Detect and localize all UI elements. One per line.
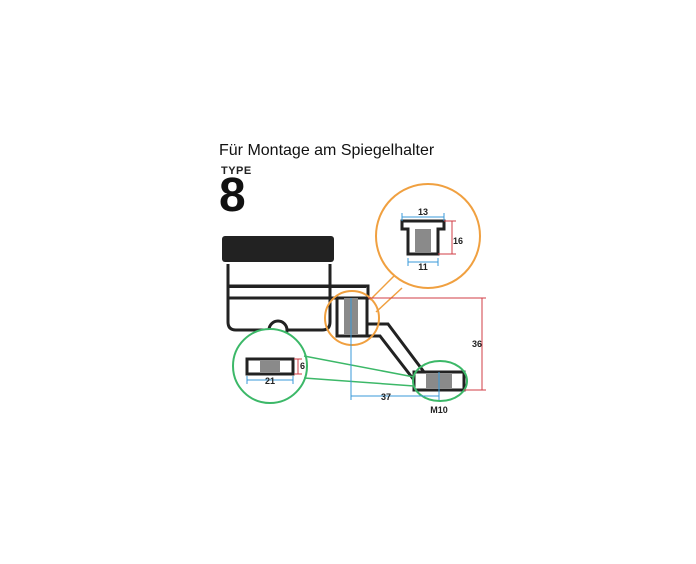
lower-detail-insert (260, 361, 280, 372)
green-leader-2 (303, 377, 415, 387)
upper-detail-insert (415, 229, 431, 253)
dim-label-16: 16 (453, 236, 463, 246)
type-label: TYPE (221, 165, 252, 177)
type-number: 8 (219, 169, 246, 222)
orange-leader-2 (375, 287, 403, 313)
reservoir-cap (222, 236, 334, 262)
orange-leader-1 (369, 275, 395, 301)
mount-bracket-band (228, 284, 370, 300)
lower-highlight-circle (412, 360, 468, 402)
mounting-caption: Für Montage am Spiegelhalter (219, 142, 435, 159)
dim-label-36: 36 (472, 339, 482, 349)
upper-highlight-circle (324, 290, 380, 346)
thread-label-m10: M10 (430, 405, 448, 415)
dim-label-21: 21 (265, 376, 275, 386)
dim-label-13: 13 (418, 207, 428, 217)
dim-label-6: 6 (300, 361, 305, 371)
green-leader-1 (303, 355, 415, 378)
dim-label-37: 37 (381, 392, 391, 402)
dim-label-11: 11 (418, 262, 428, 272)
